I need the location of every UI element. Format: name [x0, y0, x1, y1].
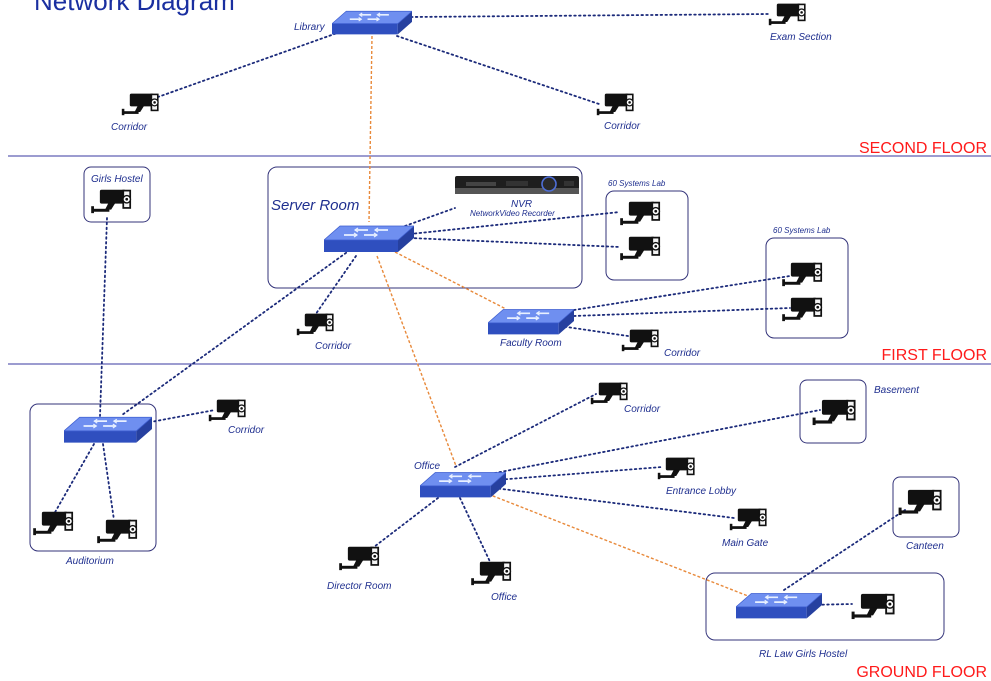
link-faculty-lab-b2	[573, 307, 791, 317]
rl-law-camera-icon	[850, 592, 895, 620]
canteen-camera-icon	[897, 488, 942, 516]
corridor-1a-camera-icon	[296, 312, 334, 336]
girls-hostel-box	[83, 166, 151, 223]
nvr-label: NVR	[511, 199, 532, 210]
link-auditorium-cam1	[53, 443, 95, 515]
corridor-auditorium-camera-icon	[208, 398, 246, 422]
link-auditorium-corridor	[139, 409, 216, 425]
link-office-maingate	[493, 487, 735, 519]
rl-law-hostel-label: RL Law Girls Hostel	[759, 649, 848, 660]
auditorium-switch-icon	[64, 416, 152, 444]
girls-hostel-label: Girls Hostel	[91, 174, 143, 185]
basement-box	[799, 379, 867, 444]
corridor-1b-label: Corridor	[664, 348, 701, 359]
link-office-basement	[489, 409, 821, 475]
canteen-box	[892, 476, 960, 538]
director-room-label: Director Room	[327, 581, 391, 592]
corridor-1b-camera-icon	[621, 328, 659, 352]
canteen-label: Canteen	[906, 541, 944, 552]
floor-label-second: SECOND FLOOR	[859, 140, 987, 157]
rl-law-hostel-box	[705, 572, 945, 641]
link-server-corridor	[312, 255, 357, 319]
nvr-sub-label: NetworkVideo Recorder	[470, 209, 555, 218]
link-hostel-auditorium	[99, 217, 108, 417]
systems-lab-a-camera-1-icon	[619, 200, 661, 226]
server-room-title: Server Room	[271, 197, 359, 214]
basement-camera-icon	[811, 398, 856, 426]
office-switch-label: Office	[414, 461, 441, 472]
link-server-lab-a1	[409, 211, 621, 235]
main-gate-label: Main Gate	[722, 538, 769, 549]
corridor-1a-label: Corridor	[315, 341, 352, 352]
entrance-lobby-label: Entrance Lobby	[666, 486, 737, 497]
systems-lab-b-box	[765, 237, 849, 339]
auditorium-box	[29, 403, 157, 552]
exam-section-label: Exam Section	[770, 32, 832, 43]
systems-lab-b-camera-2-icon	[781, 296, 823, 322]
link-office-lobby	[495, 466, 663, 481]
link-faculty-lab-b1	[573, 275, 791, 311]
trunk-office-rllaw	[487, 493, 749, 597]
corridor-2b-camera-icon	[596, 92, 634, 116]
server-room-switch-icon	[324, 225, 414, 253]
auditorium-label: Auditorium	[65, 556, 114, 567]
link-office-officecam	[459, 497, 493, 567]
systems-lab-a-label: 60 Systems Lab	[608, 179, 666, 188]
camera-links	[53, 13, 906, 606]
systems-lab-a-camera-2-icon	[619, 235, 661, 261]
link-server-lab-a2	[409, 237, 621, 248]
link-library-exam	[410, 13, 771, 18]
auditorium-camera-1-icon	[32, 510, 74, 536]
office-camera-icon	[470, 560, 512, 586]
trunk-server-faculty	[394, 251, 507, 310]
link-library-corridor-b	[396, 35, 600, 105]
office-switch-icon	[420, 471, 506, 499]
systems-lab-a-box	[605, 190, 689, 281]
director-room-camera-icon	[338, 545, 380, 571]
auditorium-camera-2-icon	[96, 518, 138, 544]
link-office-director	[369, 497, 439, 551]
floor-label-first: FIRST FLOOR	[882, 347, 988, 364]
rl-law-switch-icon	[736, 592, 822, 620]
exam-section-camera-icon	[768, 2, 806, 26]
library-label: Library	[294, 22, 326, 33]
link-library-corridor-a	[157, 31, 341, 98]
link-faculty-corridor	[559, 325, 629, 337]
trunk-links	[368, 35, 749, 597]
corridor-ground-label: Corridor	[624, 404, 661, 415]
link-server-nvr	[404, 207, 456, 227]
link-server-auditorium	[121, 249, 351, 416]
trunk-server-office	[376, 255, 457, 467]
main-gate-camera-icon	[728, 507, 767, 531]
faculty-room-label: Faculty Room	[500, 338, 562, 349]
corridor-2b-label: Corridor	[604, 121, 641, 132]
corridor-2a-camera-icon	[121, 92, 159, 116]
systems-lab-b-label: 60 Systems Lab	[773, 226, 831, 235]
corridor-auditorium-label: Corridor	[228, 425, 265, 436]
link-office-corridor	[454, 393, 597, 468]
nvr-recorder-icon	[455, 176, 579, 194]
floor-label-ground: GROUND FLOOR	[856, 664, 987, 681]
office-camera-label: Office	[491, 592, 518, 603]
faculty-room-switch-icon	[488, 308, 574, 336]
link-rllaw-canteen	[783, 509, 906, 591]
entrance-lobby-camera-icon	[656, 456, 695, 480]
corridor-2a-label: Corridor	[111, 122, 148, 133]
library-switch-icon	[332, 10, 412, 36]
trunk-library-server	[368, 35, 373, 223]
server-room-box	[267, 166, 583, 289]
link-auditorium-cam2	[102, 443, 115, 521]
girls-hostel-camera-icon	[90, 188, 132, 214]
basement-label: Basement	[874, 385, 920, 396]
diagram-title: Network Diagram	[34, 0, 235, 16]
systems-lab-b-camera-1-icon	[781, 261, 823, 287]
